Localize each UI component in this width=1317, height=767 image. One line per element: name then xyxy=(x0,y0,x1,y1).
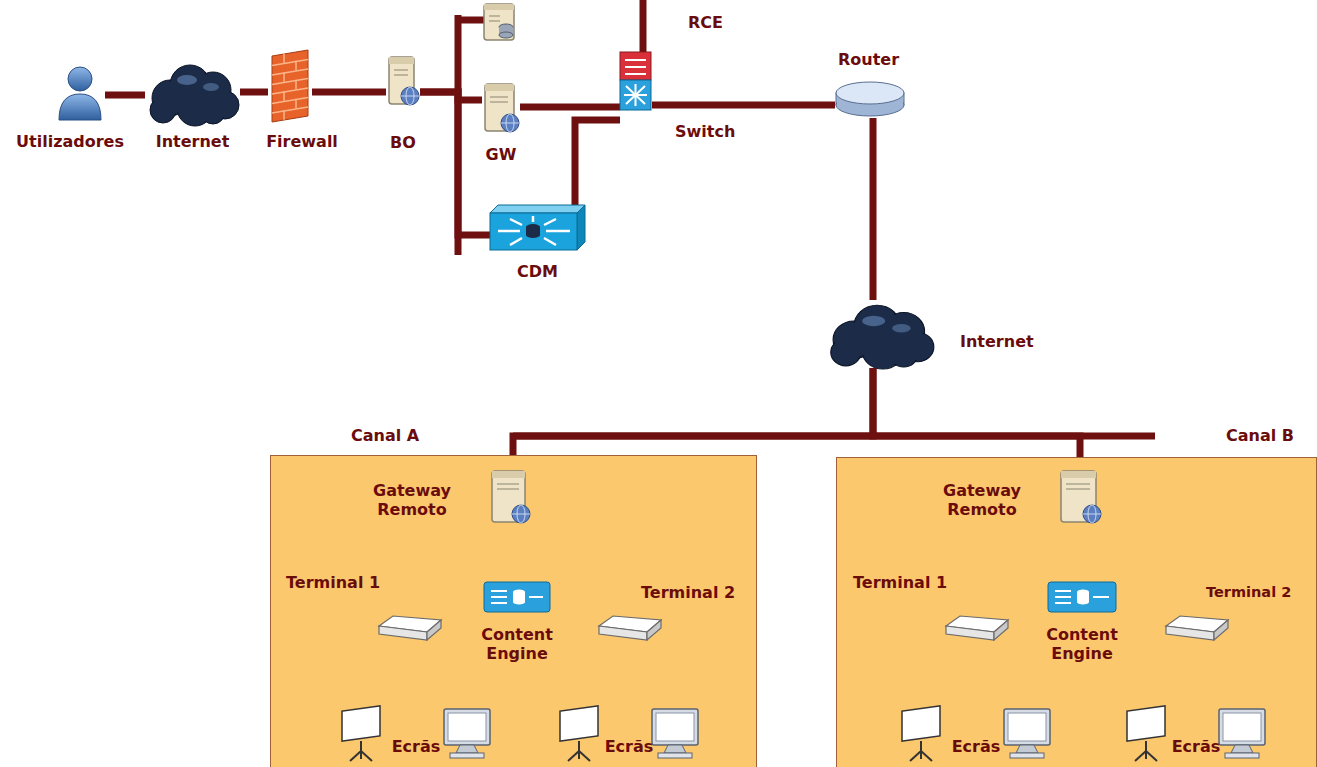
node-label: Terminal 2 xyxy=(1206,583,1306,602)
network-link xyxy=(240,89,268,96)
screens-node: Ecrãs xyxy=(554,701,704,763)
node-label: Content Engine xyxy=(1032,625,1132,663)
node-label: Ecrãs xyxy=(554,737,704,756)
channel-band: Canal BGateway RemotoTerminal 1Content E… xyxy=(836,457,1317,767)
router-node: Router xyxy=(835,80,905,118)
node-label: Content Engine xyxy=(467,625,567,663)
server-node: Gateway Remoto xyxy=(1058,469,1102,526)
channel-heading: Canal B xyxy=(1226,426,1316,445)
server-icon xyxy=(1058,469,1102,526)
node-label: BO xyxy=(373,133,433,152)
server-node: GW xyxy=(482,82,520,135)
server-node: Gateway Remoto xyxy=(489,469,531,526)
router-icon xyxy=(835,80,905,118)
terminal-icon xyxy=(379,616,441,644)
firewall-icon xyxy=(268,50,312,122)
node-label: Internet xyxy=(960,332,1060,351)
node-label: Gateway Remoto xyxy=(356,481,468,519)
node-label: Ecrãs xyxy=(1121,737,1271,756)
node-label: Switch xyxy=(675,122,755,141)
cloud-icon xyxy=(825,300,935,368)
ce-icon xyxy=(483,581,551,613)
terminal-icon xyxy=(1166,616,1228,644)
terminal-node: Terminal 1 xyxy=(379,616,441,644)
network-link xyxy=(312,89,386,96)
cdm-icon xyxy=(490,205,585,250)
bus-line xyxy=(513,433,1155,440)
person-node: Utilizadores xyxy=(55,65,105,120)
bus-line xyxy=(458,17,484,24)
terminal-node: Terminal 2 xyxy=(1166,616,1228,644)
node-label: Gateway Remoto xyxy=(926,481,1038,519)
node-label: CDM xyxy=(490,262,585,281)
ce-node: Content Engine xyxy=(483,581,551,613)
node-label: Terminal 1 xyxy=(853,573,961,592)
switch-icon xyxy=(620,50,652,122)
firewall-node: Firewall xyxy=(268,50,312,122)
node-label: GW xyxy=(471,145,531,164)
server-icon xyxy=(489,469,531,526)
database-server-icon xyxy=(484,4,514,40)
cdm-node: CDM xyxy=(490,205,585,250)
node-label: Router xyxy=(838,50,918,69)
node-label: Ecrãs xyxy=(336,737,496,756)
channel-band: Canal AGateway RemotoTerminal 1Content E… xyxy=(270,455,757,767)
person-icon xyxy=(55,65,105,120)
bus-line xyxy=(455,15,462,255)
screens-node: Ecrãs xyxy=(896,701,1056,763)
screens-node: Ecrãs xyxy=(1121,701,1271,763)
rce-line xyxy=(640,0,647,52)
terminal-node: Terminal 2 xyxy=(599,616,661,644)
ce-node: Content Engine xyxy=(1047,581,1117,613)
network-link xyxy=(873,368,1080,469)
node-label: Ecrãs xyxy=(896,737,1056,756)
network-link xyxy=(870,118,877,300)
terminal-node: Terminal 1 xyxy=(946,616,1008,644)
node-label: Terminal 1 xyxy=(286,573,394,592)
network-label: RCE xyxy=(688,13,723,32)
node-label: Firewall xyxy=(260,132,344,151)
server-icon xyxy=(482,82,520,135)
cloud-node: Internet xyxy=(825,300,935,368)
terminal-icon xyxy=(599,616,661,644)
channel-heading: Canal A xyxy=(351,426,451,445)
network-link xyxy=(513,368,873,469)
cloud-node: Internet xyxy=(145,60,240,125)
server-node: BO xyxy=(386,55,420,108)
terminal-icon xyxy=(946,616,1008,644)
switch-node: Switch xyxy=(620,50,652,122)
screens-node: Ecrãs xyxy=(336,701,496,763)
node-label: Terminal 2 xyxy=(641,583,751,602)
ce-icon xyxy=(1047,581,1117,613)
node-label: Internet xyxy=(140,132,245,151)
server-icon xyxy=(386,55,420,108)
network-link xyxy=(652,102,835,109)
network-link xyxy=(520,104,620,111)
network-link xyxy=(105,92,145,99)
network-link xyxy=(575,120,620,205)
node-label: Utilizadores xyxy=(0,132,140,151)
cloud-icon xyxy=(145,60,240,125)
